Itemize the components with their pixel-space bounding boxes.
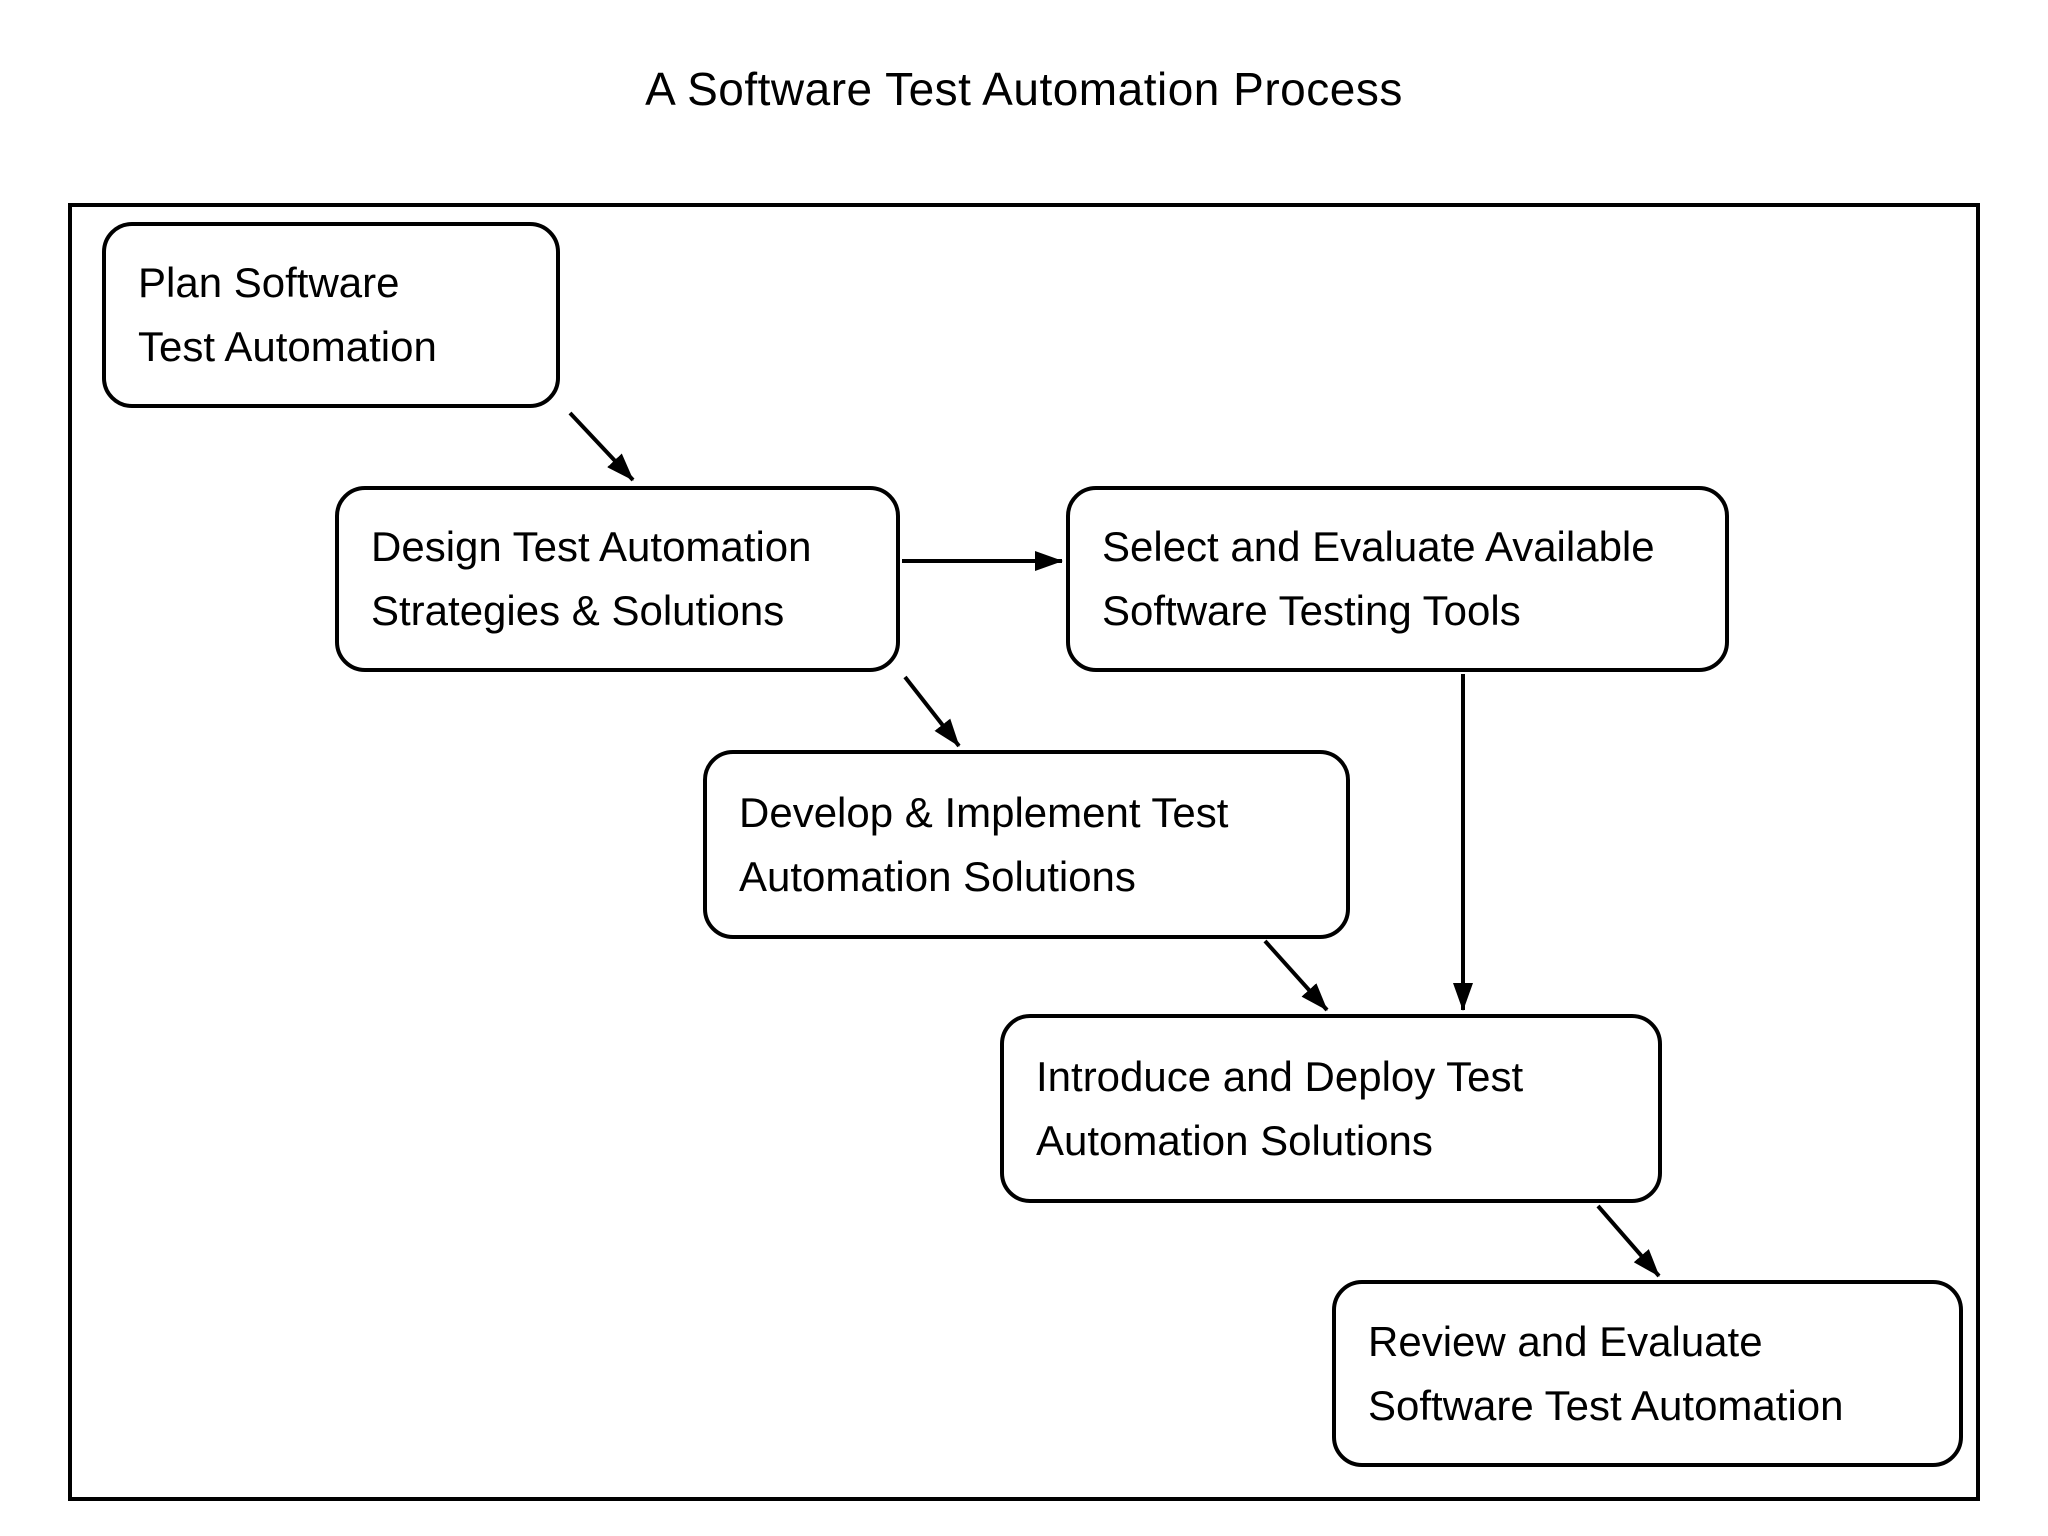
node-review-evaluate-automation: Review and Evaluate Software Test Automa… — [1332, 1280, 1963, 1467]
node-introduce-deploy-solutions: Introduce and Deploy Test Automation Sol… — [1000, 1014, 1662, 1203]
node-design-test-automation-strategies: Design Test Automation Strategies & Solu… — [335, 486, 900, 672]
node-develop-implement-solutions: Develop & Implement Test Automation Solu… — [703, 750, 1350, 939]
node-plan-software-test-automation: Plan Software Test Automation — [102, 222, 560, 408]
node-select-evaluate-testing-tools: Select and Evaluate Available Software T… — [1066, 486, 1729, 672]
diagram-title: A Software Test Automation Process — [645, 63, 1403, 115]
